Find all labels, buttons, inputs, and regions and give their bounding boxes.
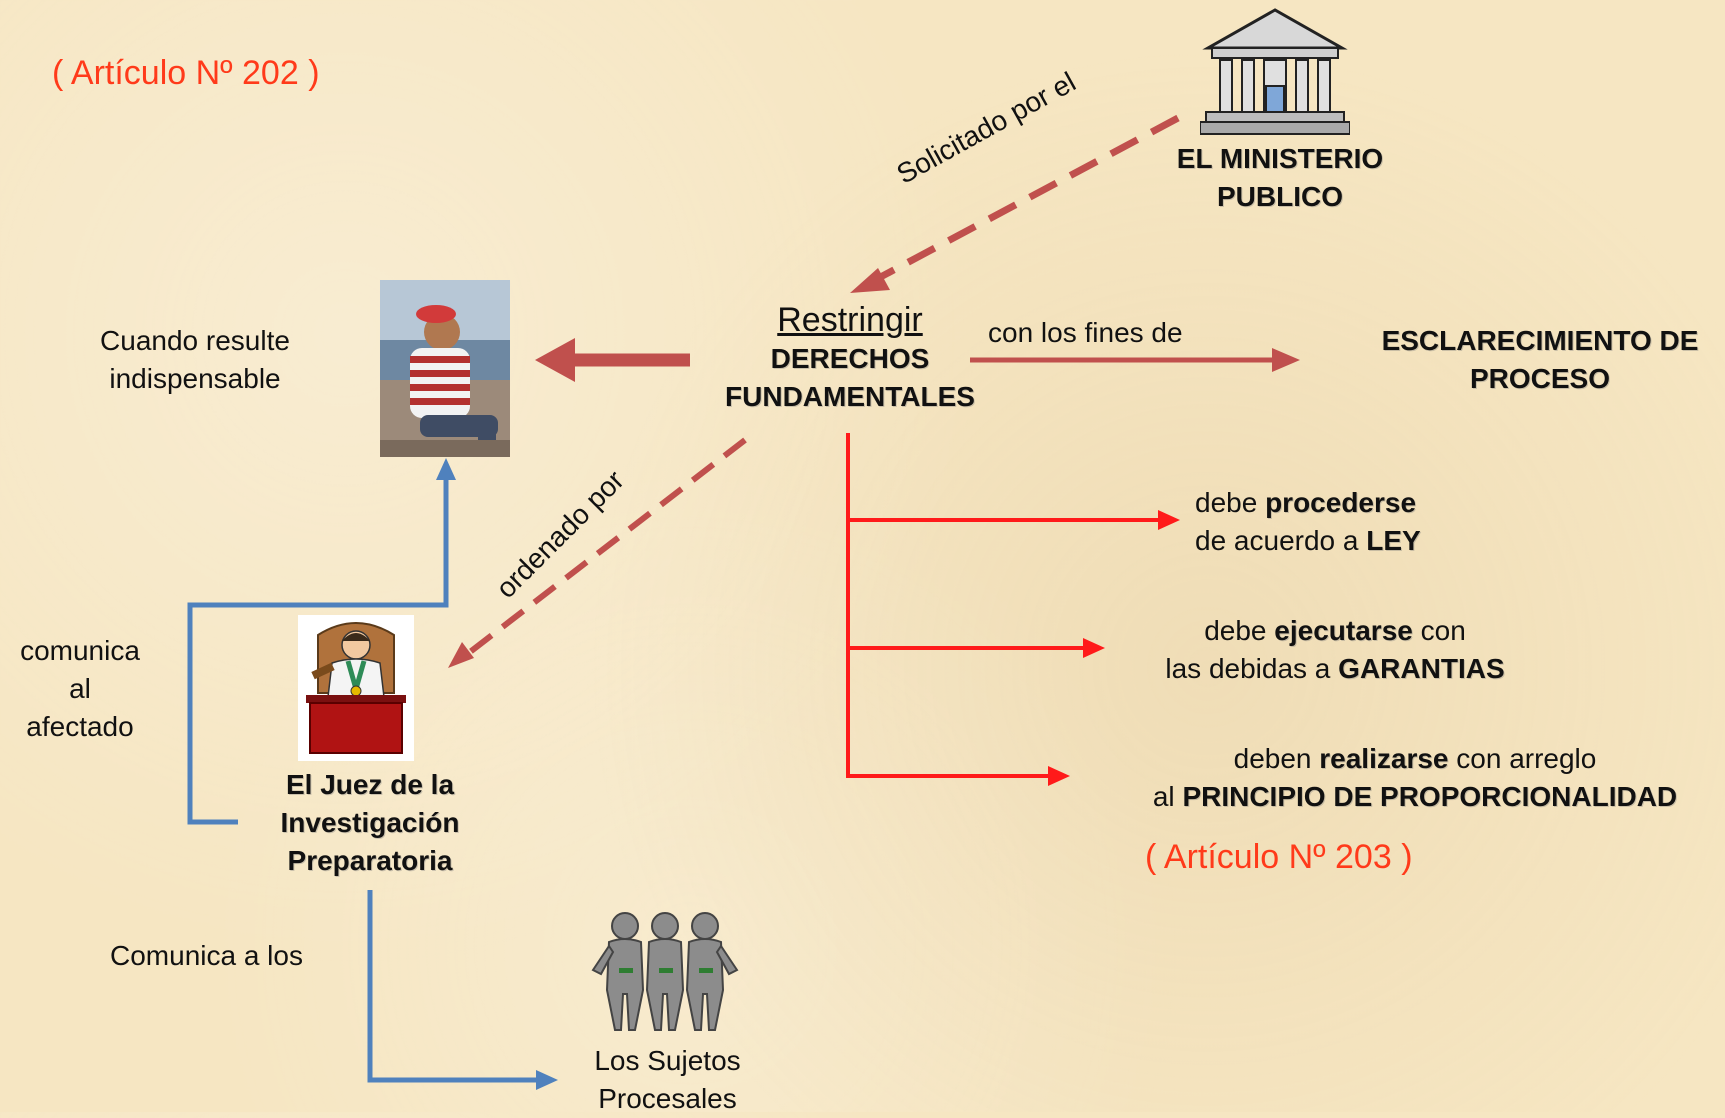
restringir-verb: Restringir: [777, 301, 923, 339]
judge-icon: [298, 615, 414, 761]
courthouse-icon: [1200, 8, 1350, 135]
article-203-label: ( Artículo Nº 203 ): [1145, 838, 1413, 876]
fines-label: con los fines de: [988, 317, 1183, 348]
restringir-node: Restringir DERECHOS FUNDAMENTALES: [700, 300, 1000, 416]
comunica-los-label: Comunica a los: [110, 940, 303, 971]
blue-comunica-sujetos-line: [367, 890, 540, 1083]
esclarecimiento-label: ESCLARECIMIENTO DE PROCESO: [1381, 325, 1699, 394]
comunica-afectado-label: comunica al afectado: [20, 635, 140, 742]
cond-procederse: debe procederse de acuerdo a LEY: [1195, 487, 1421, 556]
juez-label: El Juez de la Investigación Preparatoria: [280, 769, 460, 876]
ministerio-label: EL MINISTERIO PUBLICO: [1176, 143, 1384, 212]
cond-ejecutarse: debe ejecutarse con las debidas a GARANT…: [1165, 615, 1505, 684]
solicitado-arrow: [858, 114, 1180, 292]
blue-comunica-afectado-line: [187, 478, 449, 825]
fundamentales-line: FUNDAMENTALES: [725, 381, 975, 412]
seated-man-photo: [380, 280, 510, 457]
cuando-label: Cuando resulte indispensable: [100, 325, 290, 394]
people-group-icon: [591, 912, 739, 1031]
article-202-label: ( Artículo Nº 202 ): [52, 54, 320, 92]
ordenado-arrow: [468, 437, 747, 655]
sujetos-label: Los Sujetos Procesales: [594, 1045, 741, 1114]
derechos-line: DERECHOS: [770, 343, 930, 374]
cond-realizarse: deben realizarse con arreglo al PRINCIPI…: [1152, 743, 1678, 812]
